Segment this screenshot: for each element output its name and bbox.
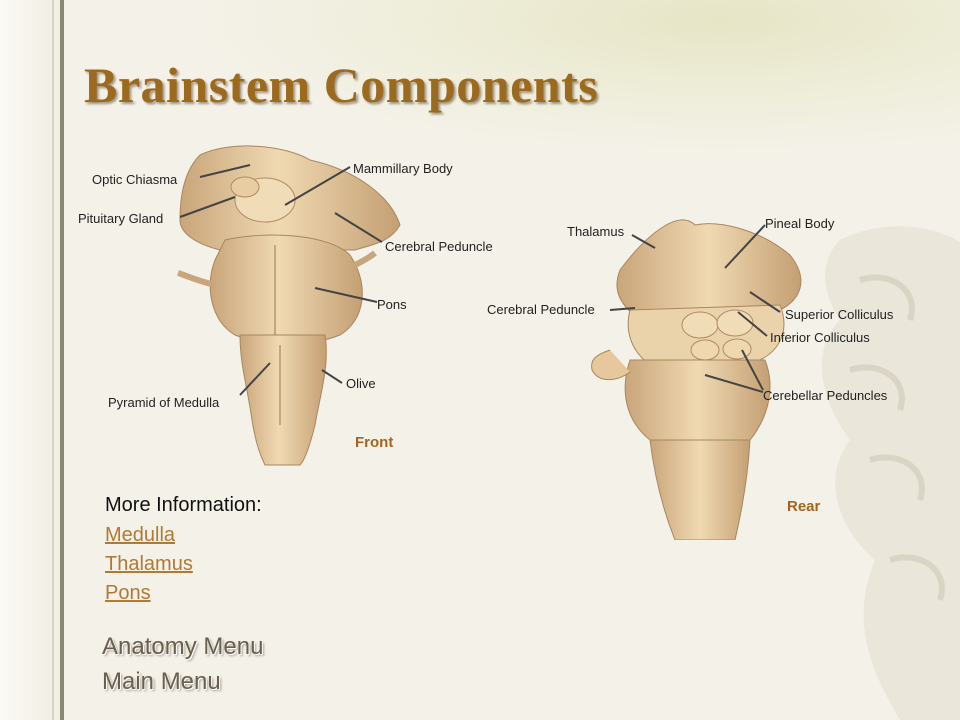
label-optic-chiasma: Optic Chiasma — [92, 172, 178, 187]
left-margin-bar — [0, 0, 64, 720]
label-olive: Olive — [346, 376, 376, 391]
label-rear-cerebral-peduncle: Cerebral Peduncle — [487, 302, 595, 317]
brainstem-front-illustration — [177, 145, 401, 466]
main-menu-button[interactable]: Main Menu — [102, 668, 221, 695]
caption-rear: Rear — [787, 498, 821, 515]
more-information-heading: More Information: — [105, 494, 262, 516]
anatomy-menu-button[interactable]: Anatomy Menu — [102, 633, 264, 660]
brainstem-front-diagram: Optic Chiasma Mammillary Body Pituitary … — [70, 125, 530, 470]
label-superior-colliculus: Superior Colliculus — [785, 307, 894, 322]
faded-brain-watermark — [821, 226, 960, 720]
link-medulla[interactable]: Medulla — [105, 524, 176, 546]
slide-title: Brainstem Components — [84, 57, 599, 113]
label-cerebellar-peduncles: Cerebellar Peduncles — [763, 388, 888, 403]
label-mammillary-body: Mammillary Body — [353, 161, 453, 176]
label-pineal-body: Pineal Body — [765, 216, 835, 231]
link-thalamus[interactable]: Thalamus — [105, 553, 193, 575]
label-pituitary-gland: Pituitary Gland — [78, 211, 164, 226]
brainstem-rear-diagram: Thalamus Pineal Body Cerebral Peduncle S… — [480, 200, 920, 540]
link-pons[interactable]: Pons — [105, 582, 151, 604]
label-thalamus: Thalamus — [567, 224, 625, 239]
label-cerebral-peduncle: Cerebral Peduncle — [385, 239, 493, 254]
label-pons: Pons — [377, 297, 407, 312]
caption-front: Front — [355, 434, 394, 451]
more-information-panel: More Information: Medulla Thalamus Pons — [105, 494, 262, 608]
label-pyramid-of-medulla: Pyramid of Medulla — [108, 395, 220, 410]
brainstem-rear-illustration — [591, 219, 802, 540]
label-inferior-colliculus: Inferior Colliculus — [770, 330, 870, 345]
